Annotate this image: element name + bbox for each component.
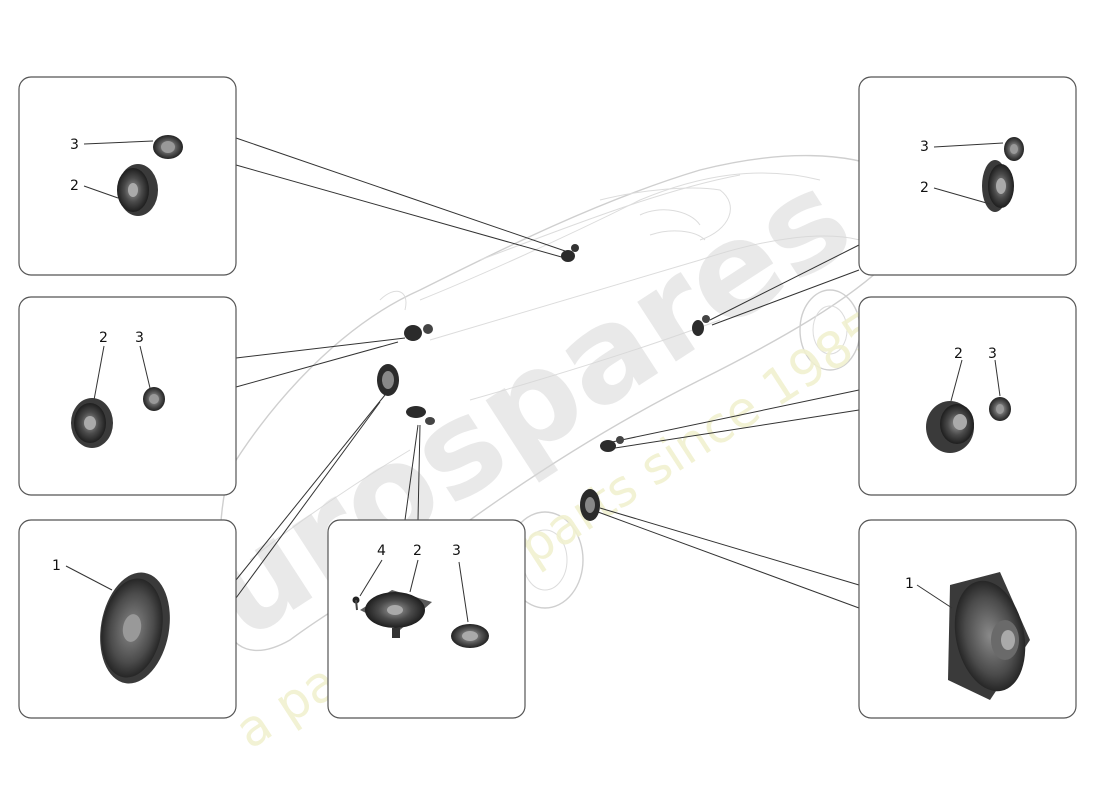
panel-bottom-right: 1	[858, 519, 1077, 719]
tweeter-icon	[451, 624, 489, 648]
tweeter-icon	[153, 135, 183, 159]
panel-bottom-left: 1	[18, 519, 237, 719]
callout-4: 4	[377, 543, 386, 559]
panel-mid-right: 2 3	[858, 296, 1077, 496]
midrange-speaker-icon	[117, 164, 158, 216]
callout-2: 2	[99, 330, 108, 346]
rear-upper-parts	[692, 315, 710, 336]
screw-icon	[352, 596, 360, 611]
callout-1: 1	[905, 576, 914, 592]
panel-mid-left: 2 3	[18, 296, 237, 496]
callout-3: 3	[452, 543, 461, 559]
callout-2: 2	[413, 543, 422, 559]
callout-2: 2	[954, 346, 963, 362]
tweeter-icon	[989, 397, 1011, 421]
rear-door-woofer-part	[580, 489, 600, 521]
panel-top-right: 3 2	[858, 76, 1077, 276]
midrange-speaker-icon	[360, 590, 432, 638]
panel-bottom-center: 4 2 3	[327, 519, 526, 719]
callout-3: 3	[70, 137, 79, 153]
front-door-woofer-part	[377, 364, 399, 396]
panel-top-left: 3 2	[18, 76, 237, 276]
roof-tweeter-part	[561, 244, 579, 262]
callout-2: 2	[70, 178, 79, 194]
tweeter-icon	[1004, 137, 1024, 161]
midrange-speaker-icon	[926, 401, 974, 453]
midrange-speaker-icon	[982, 160, 1014, 212]
woofer-speaker-icon	[948, 572, 1030, 700]
callout-3: 3	[988, 346, 997, 362]
front-door-upper-parts	[404, 324, 433, 341]
leader-lines	[235, 137, 860, 609]
rear-door-mid-parts	[600, 436, 624, 452]
callout-3: 3	[135, 330, 144, 346]
dash-parts	[406, 406, 435, 425]
midrange-speaker-icon	[71, 398, 113, 448]
car-mounted-parts	[377, 244, 710, 521]
callout-3: 3	[920, 139, 929, 155]
callout-1: 1	[52, 558, 61, 574]
woofer-speaker-icon	[100, 572, 170, 684]
tweeter-icon	[143, 387, 165, 411]
callout-2: 2	[920, 180, 929, 196]
